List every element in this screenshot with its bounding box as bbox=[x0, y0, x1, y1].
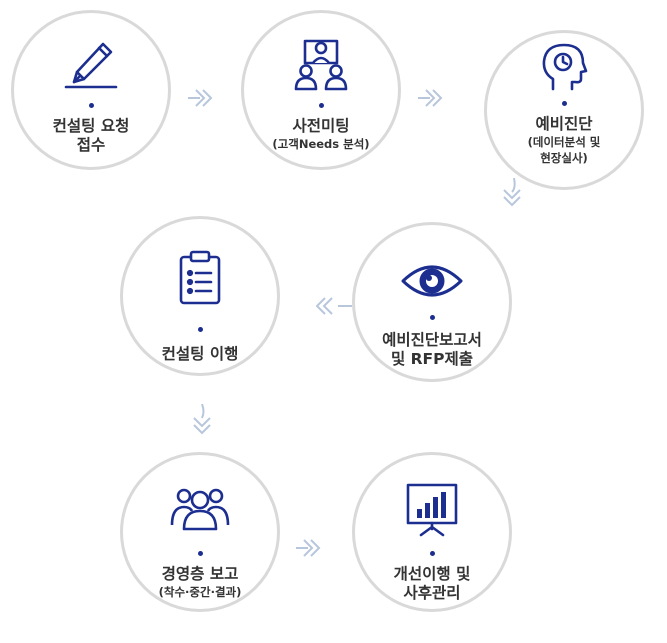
step-dot bbox=[429, 315, 435, 320]
arrow-right-6 bbox=[296, 538, 332, 558]
step-dot bbox=[429, 551, 435, 556]
step-label: 컨설팅 이행 bbox=[161, 345, 239, 363]
step-pre-meeting: 사전미팅 (고객Needs 분석) bbox=[241, 10, 401, 170]
step-executive-report: 경영층 보고 (착수·중간·결과) bbox=[120, 452, 280, 612]
step-dot bbox=[561, 101, 567, 106]
eye-icon bbox=[400, 261, 464, 301]
arrow-left-4 bbox=[316, 296, 352, 316]
step-label: 개선이행 및 사후관리 bbox=[393, 565, 471, 602]
group-people-icon bbox=[169, 485, 231, 531]
meeting-people-icon bbox=[289, 37, 353, 93]
head-clock-icon bbox=[539, 41, 589, 93]
arrow-down-5 bbox=[190, 404, 214, 440]
step-label: 경영층 보고 (착수·중간·결과) bbox=[158, 565, 242, 599]
step-label: 사전미팅 (고객Needs 분석) bbox=[272, 117, 370, 151]
step-dot bbox=[88, 103, 94, 108]
arrow-right-2 bbox=[418, 88, 454, 108]
step-dot bbox=[318, 103, 324, 108]
step-report-rfp: 예비진단보고서 및 RFP제출 bbox=[352, 222, 512, 382]
arrow-right-1 bbox=[188, 88, 224, 108]
step-label: 컨설팅 요청 접수 bbox=[52, 117, 130, 154]
pen-nib-icon bbox=[62, 41, 120, 93]
step-label: 예비진단보고서 및 RFP제출 bbox=[382, 331, 482, 368]
step-dot bbox=[197, 551, 203, 556]
step-consulting-execution: 컨설팅 이행 bbox=[120, 216, 280, 376]
step-preliminary-diagnosis: 예비진단 (데이터분석 및 현장실사) bbox=[484, 30, 644, 190]
step-consulting-request: 컨설팅 요청 접수 bbox=[11, 10, 171, 170]
arrow-down-left-3 bbox=[500, 178, 524, 210]
step-label: 예비진단 (데이터분석 및 현장실사) bbox=[527, 115, 601, 165]
step-dot bbox=[197, 327, 203, 332]
clipboard-checklist-icon bbox=[177, 249, 223, 307]
step-improvement-followup: 개선이행 및 사후관리 bbox=[352, 452, 512, 612]
presentation-chart-icon bbox=[405, 481, 459, 537]
